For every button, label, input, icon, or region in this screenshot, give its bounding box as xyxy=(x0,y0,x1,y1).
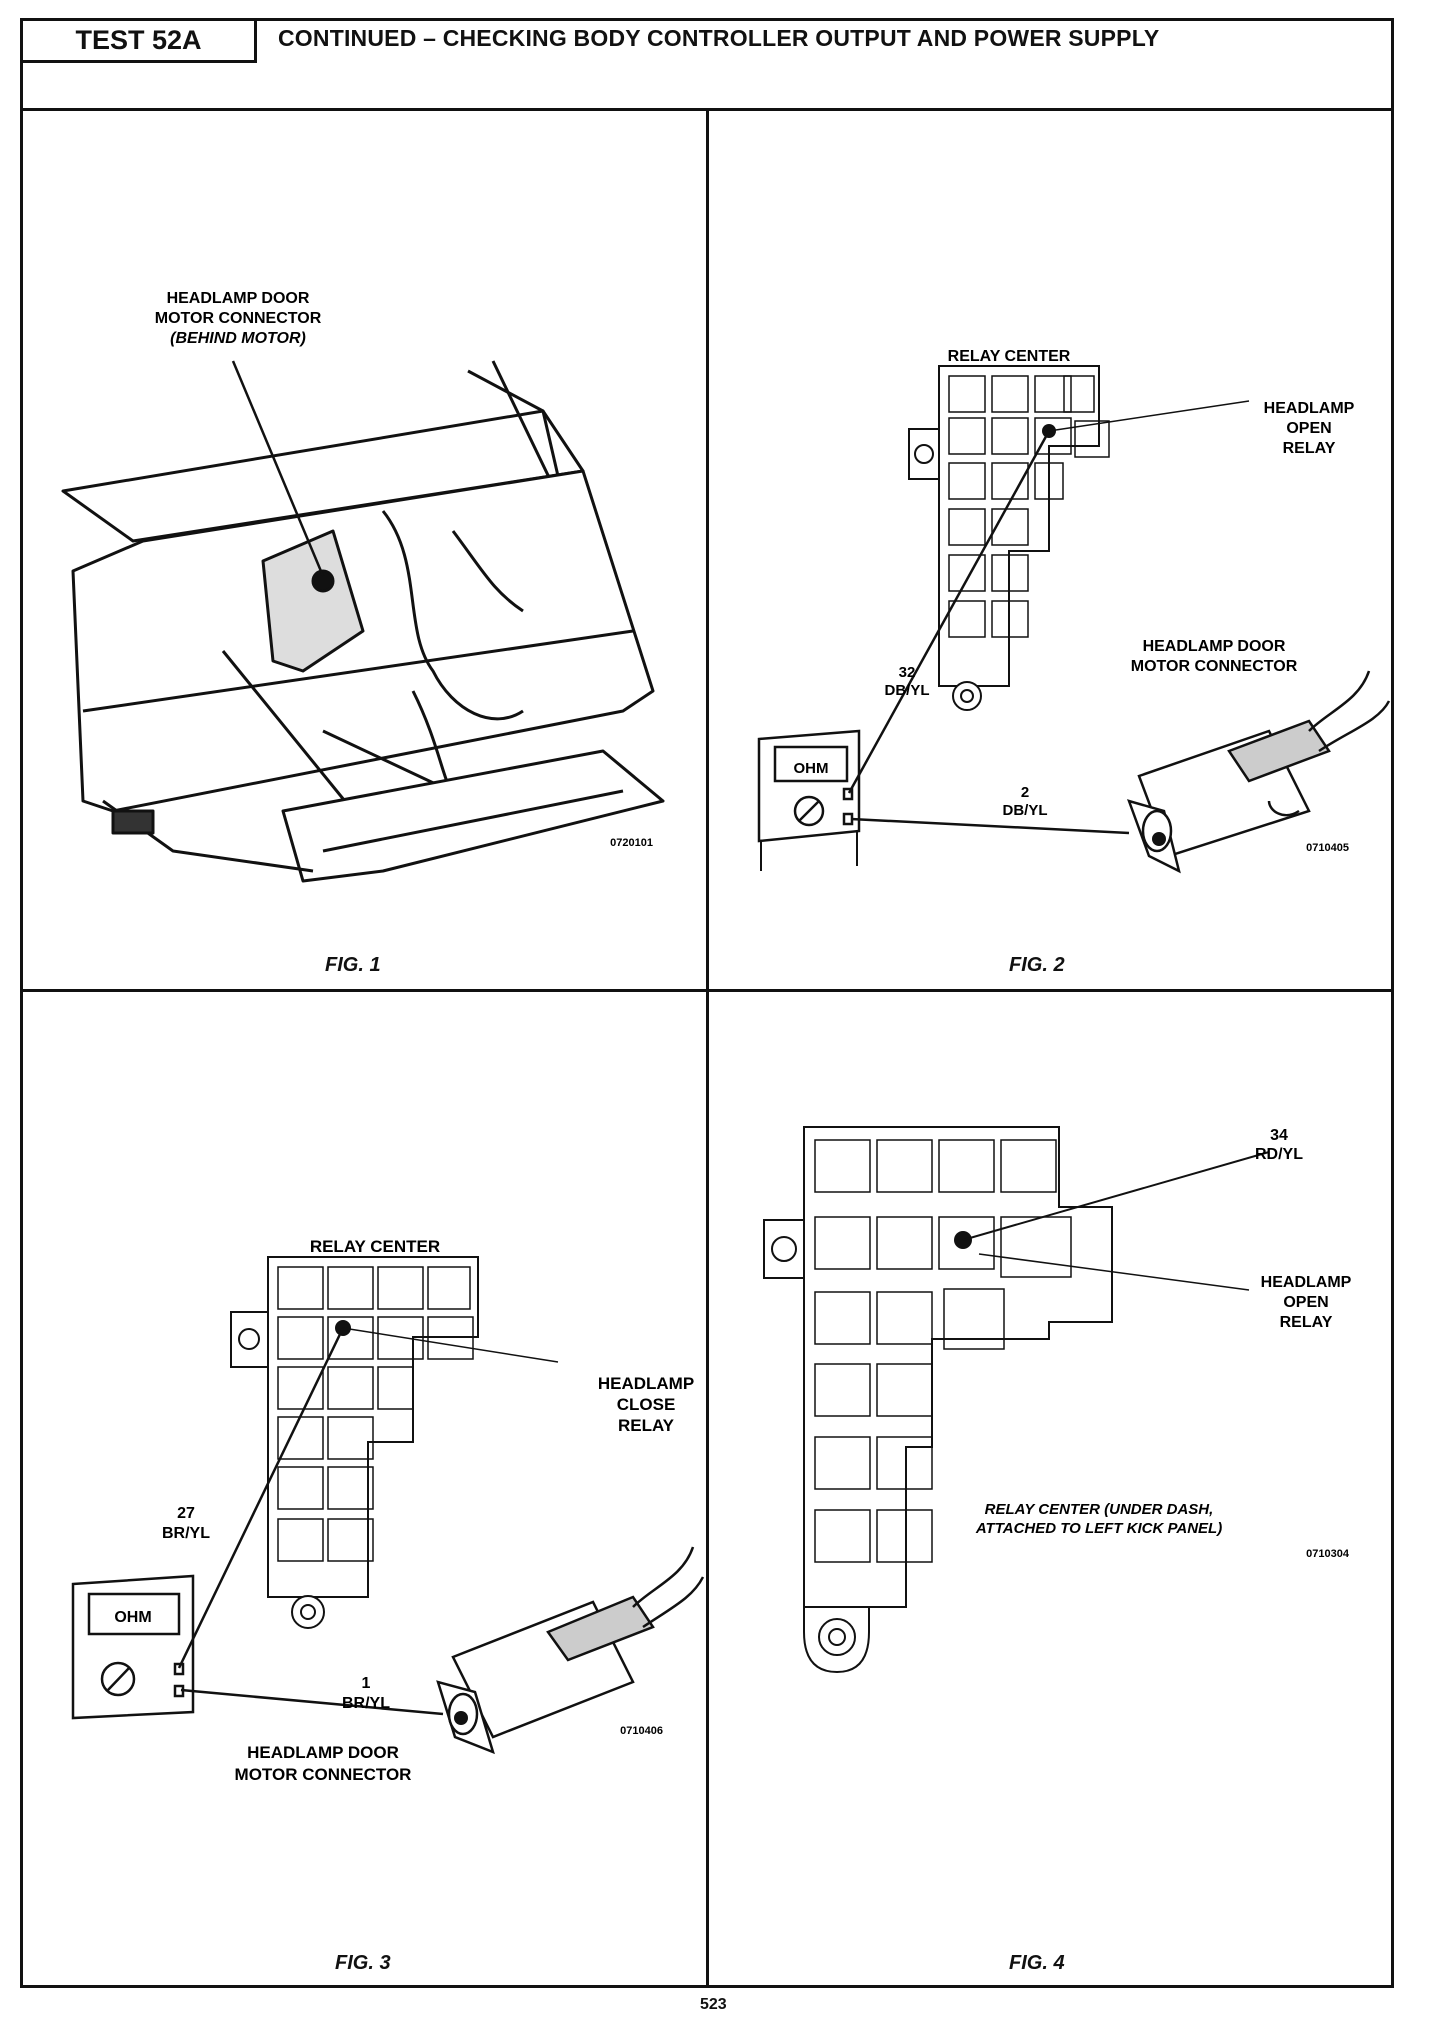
figure-code: 0720101 xyxy=(610,837,653,849)
figure-2-drawing: OHM RELAY CENTER HEADLAMP OPEN RELAY HEA… xyxy=(757,348,1391,874)
wire-1-number: 27 xyxy=(177,1505,195,1522)
figure-1-drawing: HEADLAMP DOOR MOTOR CONNECTOR (BEHIND MO… xyxy=(61,290,665,883)
figure-4-caption: FIG. 4 xyxy=(1009,1952,1065,1974)
connector-label-line1: HEADLAMP DOOR xyxy=(1143,638,1286,655)
relay-label-line1: HEADLAMP xyxy=(598,1374,694,1393)
test-sheet: TEST 52A CONTINUED – CHECKING BODY CONTR… xyxy=(20,18,1394,1988)
figure-1-caption: FIG. 1 xyxy=(325,954,381,976)
test-label: TEST 52A xyxy=(23,21,257,63)
wire-2-color: BR/YL xyxy=(342,1695,390,1712)
figure-code: 0710405 xyxy=(1306,842,1349,854)
connector-label-line1: HEADLAMP DOOR xyxy=(167,290,310,307)
wire-1-number: 32 xyxy=(899,664,916,681)
figure-1-panel: HEADLAMP DOOR MOTOR CONNECTOR (BEHIND MO… xyxy=(23,111,706,989)
figure-3-caption: FIG. 3 xyxy=(335,1952,391,1974)
relay-center-label: RELAY CENTER xyxy=(310,1237,440,1256)
page-title: CONTINUED – CHECKING BODY CONTROLLER OUT… xyxy=(278,25,1160,51)
wire-1-color: BR/YL xyxy=(162,1525,210,1542)
figure-2-caption: FIG. 2 xyxy=(1009,954,1065,976)
relay-label-line3: RELAY xyxy=(1283,440,1336,457)
relay-label-line1: HEADLAMP xyxy=(1264,400,1355,417)
figure-2-panel: OHM RELAY CENTER HEADLAMP OPEN RELAY HEA… xyxy=(709,111,1394,989)
relay-label-line3: RELAY xyxy=(1280,1314,1333,1331)
relay-label-line2: OPEN xyxy=(1283,1294,1328,1311)
wire-1-color: DB/YL xyxy=(885,682,930,699)
relay-label-line1: HEADLAMP xyxy=(1261,1274,1352,1291)
relay-label-line2: CLOSE xyxy=(617,1395,676,1414)
relay-label-line3: RELAY xyxy=(618,1416,675,1435)
wire-color: RD/YL xyxy=(1255,1146,1303,1163)
figure-4-drawing: 34 RD/YL HEADLAMP OPEN RELAY RELAY CENTE… xyxy=(763,1126,1352,1674)
ohmmeter-display: OHM xyxy=(794,760,829,777)
connector-label-line2: MOTOR CONNECTOR xyxy=(155,310,322,327)
wire-2-number: 2 xyxy=(1021,784,1029,801)
ohmmeter-display: OHM xyxy=(114,1609,151,1626)
figure-code: 0710406 xyxy=(620,1725,663,1737)
connector-label-line2: MOTOR CONNECTOR xyxy=(235,1765,412,1784)
divider-vertical xyxy=(706,108,709,1988)
figure-3-panel: OHM RELAY CENTER HEADLAMP CLOSE RELAY 27… xyxy=(23,992,706,1988)
relay-center-label: RELAY CENTER xyxy=(948,348,1071,365)
divider-horizontal xyxy=(23,989,1391,992)
connector-label-line2: MOTOR CONNECTOR xyxy=(1131,658,1298,675)
wire-2-number: 1 xyxy=(362,1675,371,1692)
wire-number: 34 xyxy=(1270,1127,1288,1144)
relay-center-note-line2: ATTACHED TO LEFT KICK PANEL) xyxy=(975,1520,1222,1537)
header: TEST 52A CONTINUED – CHECKING BODY CONTR… xyxy=(23,21,1391,111)
wire-2-color: DB/YL xyxy=(1003,802,1048,819)
figure-4-panel: 34 RD/YL HEADLAMP OPEN RELAY RELAY CENTE… xyxy=(709,992,1394,1988)
connector-label-line1: HEADLAMP DOOR xyxy=(247,1743,399,1762)
relay-center-note-line1: RELAY CENTER (UNDER DASH, xyxy=(985,1501,1214,1518)
figure-code: 0710304 xyxy=(1306,1548,1350,1560)
relay-label-line2: OPEN xyxy=(1286,420,1331,437)
figure-3-drawing: OHM RELAY CENTER HEADLAMP CLOSE RELAY 27… xyxy=(71,1237,705,1784)
page-number: 523 xyxy=(700,1996,727,2013)
connector-label-line3: (BEHIND MOTOR) xyxy=(170,330,306,347)
